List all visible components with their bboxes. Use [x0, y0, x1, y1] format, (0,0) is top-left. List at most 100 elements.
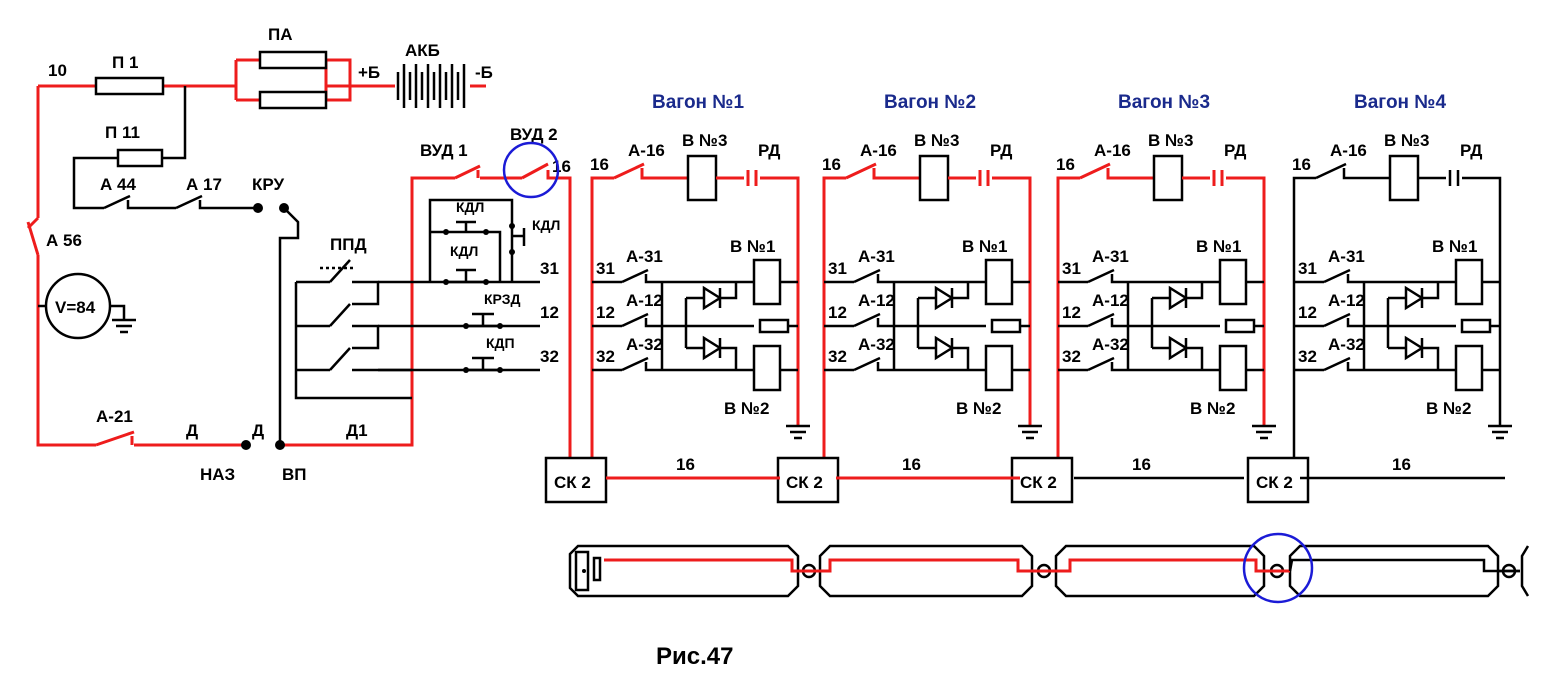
wagon-line-w32: 32 [1298, 347, 1317, 366]
label-a32: А-32 [626, 335, 663, 354]
switch-a56: А 56 [26, 216, 82, 256]
label-kdl-right: КДЛ [532, 217, 560, 233]
door-buttons: КДЛ КДЛ КДЛ КРЗД КДП 31 12 32 [428, 198, 560, 373]
label-rd: РД [758, 141, 780, 160]
wagon-3: Вагон №3 16 А-16 В №3 РД 31 А-31 12 А-12 32 А-32 В … [1010, 92, 1276, 504]
voltmeter: V=84 [38, 272, 136, 340]
fuse-p1: П 1 10 [48, 53, 165, 96]
wagon-line-w31: 31 [596, 259, 615, 278]
label-a31: А-31 [1092, 247, 1129, 266]
label-naz: НАЗ [200, 465, 235, 484]
vud-switches: ВУД 1 ВУД 2 16 [420, 125, 571, 199]
highlight-vud2 [502, 141, 560, 199]
wagon-line-w12: 12 [828, 303, 847, 322]
label-vp: ВП [282, 465, 307, 484]
label-a31: А-31 [1328, 247, 1365, 266]
label-a16: А-16 [860, 141, 897, 160]
label-a56: А 56 [46, 231, 82, 250]
label-v3: В №3 [914, 131, 959, 150]
label-plus-b: +Б [358, 63, 380, 82]
wagon-line-w31: 31 [1298, 259, 1317, 278]
label-d-right: Д [252, 421, 264, 440]
wagon-4: Вагон №4 16 А-16 В №3 РД 31 А-31 12 А-12 32 А-32 В … [1246, 92, 1512, 504]
label-line-12: 12 [540, 303, 559, 322]
wagon-wire-16: 16 [822, 155, 841, 174]
label-sk2: СК 2 [1020, 473, 1057, 492]
label-ppd: ППД [330, 235, 367, 254]
wagon-title-3: Вагон №3 [1118, 92, 1210, 113]
label-rd: РД [990, 141, 1012, 160]
wagon-title-1: Вагон №1 [652, 92, 744, 113]
label-v3: В №3 [682, 131, 727, 150]
power-section [36, 58, 572, 460]
label-a16: А-16 [1094, 141, 1131, 160]
fuse-p11-branch: П 11 А 44 А 17 КРУ [72, 86, 300, 445]
label-v3: В №3 [1384, 131, 1429, 150]
label-v2: В №2 [1426, 399, 1471, 418]
label-v2: В №2 [956, 399, 1001, 418]
wagon-line-w12: 12 [596, 303, 615, 322]
figure-caption: Рис.47 [656, 643, 733, 670]
bus-label-1: 16 [676, 455, 695, 474]
label-wire-10: 10 [48, 61, 67, 80]
wagon-wire-16: 16 [590, 155, 609, 174]
wagon-title-4: Вагон №4 [1354, 92, 1446, 113]
label-a31: А-31 [626, 247, 663, 266]
bus-label-4: 16 [1392, 455, 1411, 474]
label-sk2: СК 2 [554, 473, 591, 492]
wagon-wire-16: 16 [1056, 155, 1075, 174]
label-voltmeter: V=84 [55, 298, 96, 317]
label-a16: А-16 [1330, 141, 1367, 160]
bus-label-3: 16 [1132, 455, 1151, 474]
label-d: Д [186, 421, 198, 440]
label-d1: Д1 [346, 421, 368, 440]
label-minus-b: -Б [475, 63, 493, 82]
label-v1: В №1 [962, 237, 1007, 256]
wagon-line-w32: 32 [596, 347, 615, 366]
label-vud2: ВУД 2 [510, 125, 558, 144]
wagon-line-w32: 32 [828, 347, 847, 366]
wagon-modules: Вагон №1 16 А-16 В №3 РД 31 А-31 12 А-12 32 А-32 В … [544, 92, 1512, 504]
label-a32: А-32 [858, 335, 895, 354]
label-a32: А-32 [1328, 335, 1365, 354]
train-cars [568, 532, 1530, 604]
bottom-left-chain: А-21 Д Д Д1 НАЗ ВП [95, 407, 368, 484]
label-kdp: КДП [486, 335, 515, 351]
wagon-line-w12: 12 [1062, 303, 1081, 322]
label-kru: КРУ [252, 175, 284, 194]
label-pa: ПА [268, 25, 293, 44]
wagon-line-w12: 12 [1298, 303, 1317, 322]
label-p11: П 11 [105, 123, 140, 142]
label-line-31: 31 [540, 259, 559, 278]
bus-label-2: 16 [902, 455, 921, 474]
wagon-line-w31: 31 [828, 259, 847, 278]
label-a32: А-32 [1092, 335, 1129, 354]
label-a12: А-12 [1092, 291, 1129, 310]
wagon-title-2: Вагон №2 [884, 92, 976, 113]
ppd-switch: ППД [294, 235, 540, 400]
label-kdl-top: КДЛ [456, 199, 484, 215]
label-a44: А 44 [100, 175, 136, 194]
label-v3: В №3 [1148, 131, 1193, 150]
label-sk2: СК 2 [786, 473, 823, 492]
label-a21: А-21 [96, 407, 133, 426]
label-rd: РД [1224, 141, 1246, 160]
wagon-line-w31: 31 [1062, 259, 1081, 278]
label-v1: В №1 [1432, 237, 1477, 256]
label-rd: РД [1460, 141, 1482, 160]
label-kdl-bottom: КДЛ [450, 243, 478, 259]
wagon-line-w32: 32 [1062, 347, 1081, 366]
train-bus-16: 16 16 16 16 [606, 455, 1505, 480]
label-a12: А-12 [1328, 291, 1365, 310]
label-a16: А-16 [628, 141, 665, 160]
fuse-pa: ПА [258, 25, 328, 110]
label-a12: А-12 [858, 291, 895, 310]
label-line-32: 32 [540, 347, 559, 366]
label-a12: А-12 [626, 291, 663, 310]
label-v1: В №1 [1196, 237, 1241, 256]
wagon-wire-16: 16 [1292, 155, 1311, 174]
label-a17: А 17 [186, 175, 222, 194]
battery-akb: АКБ +Б -Б [358, 41, 493, 108]
